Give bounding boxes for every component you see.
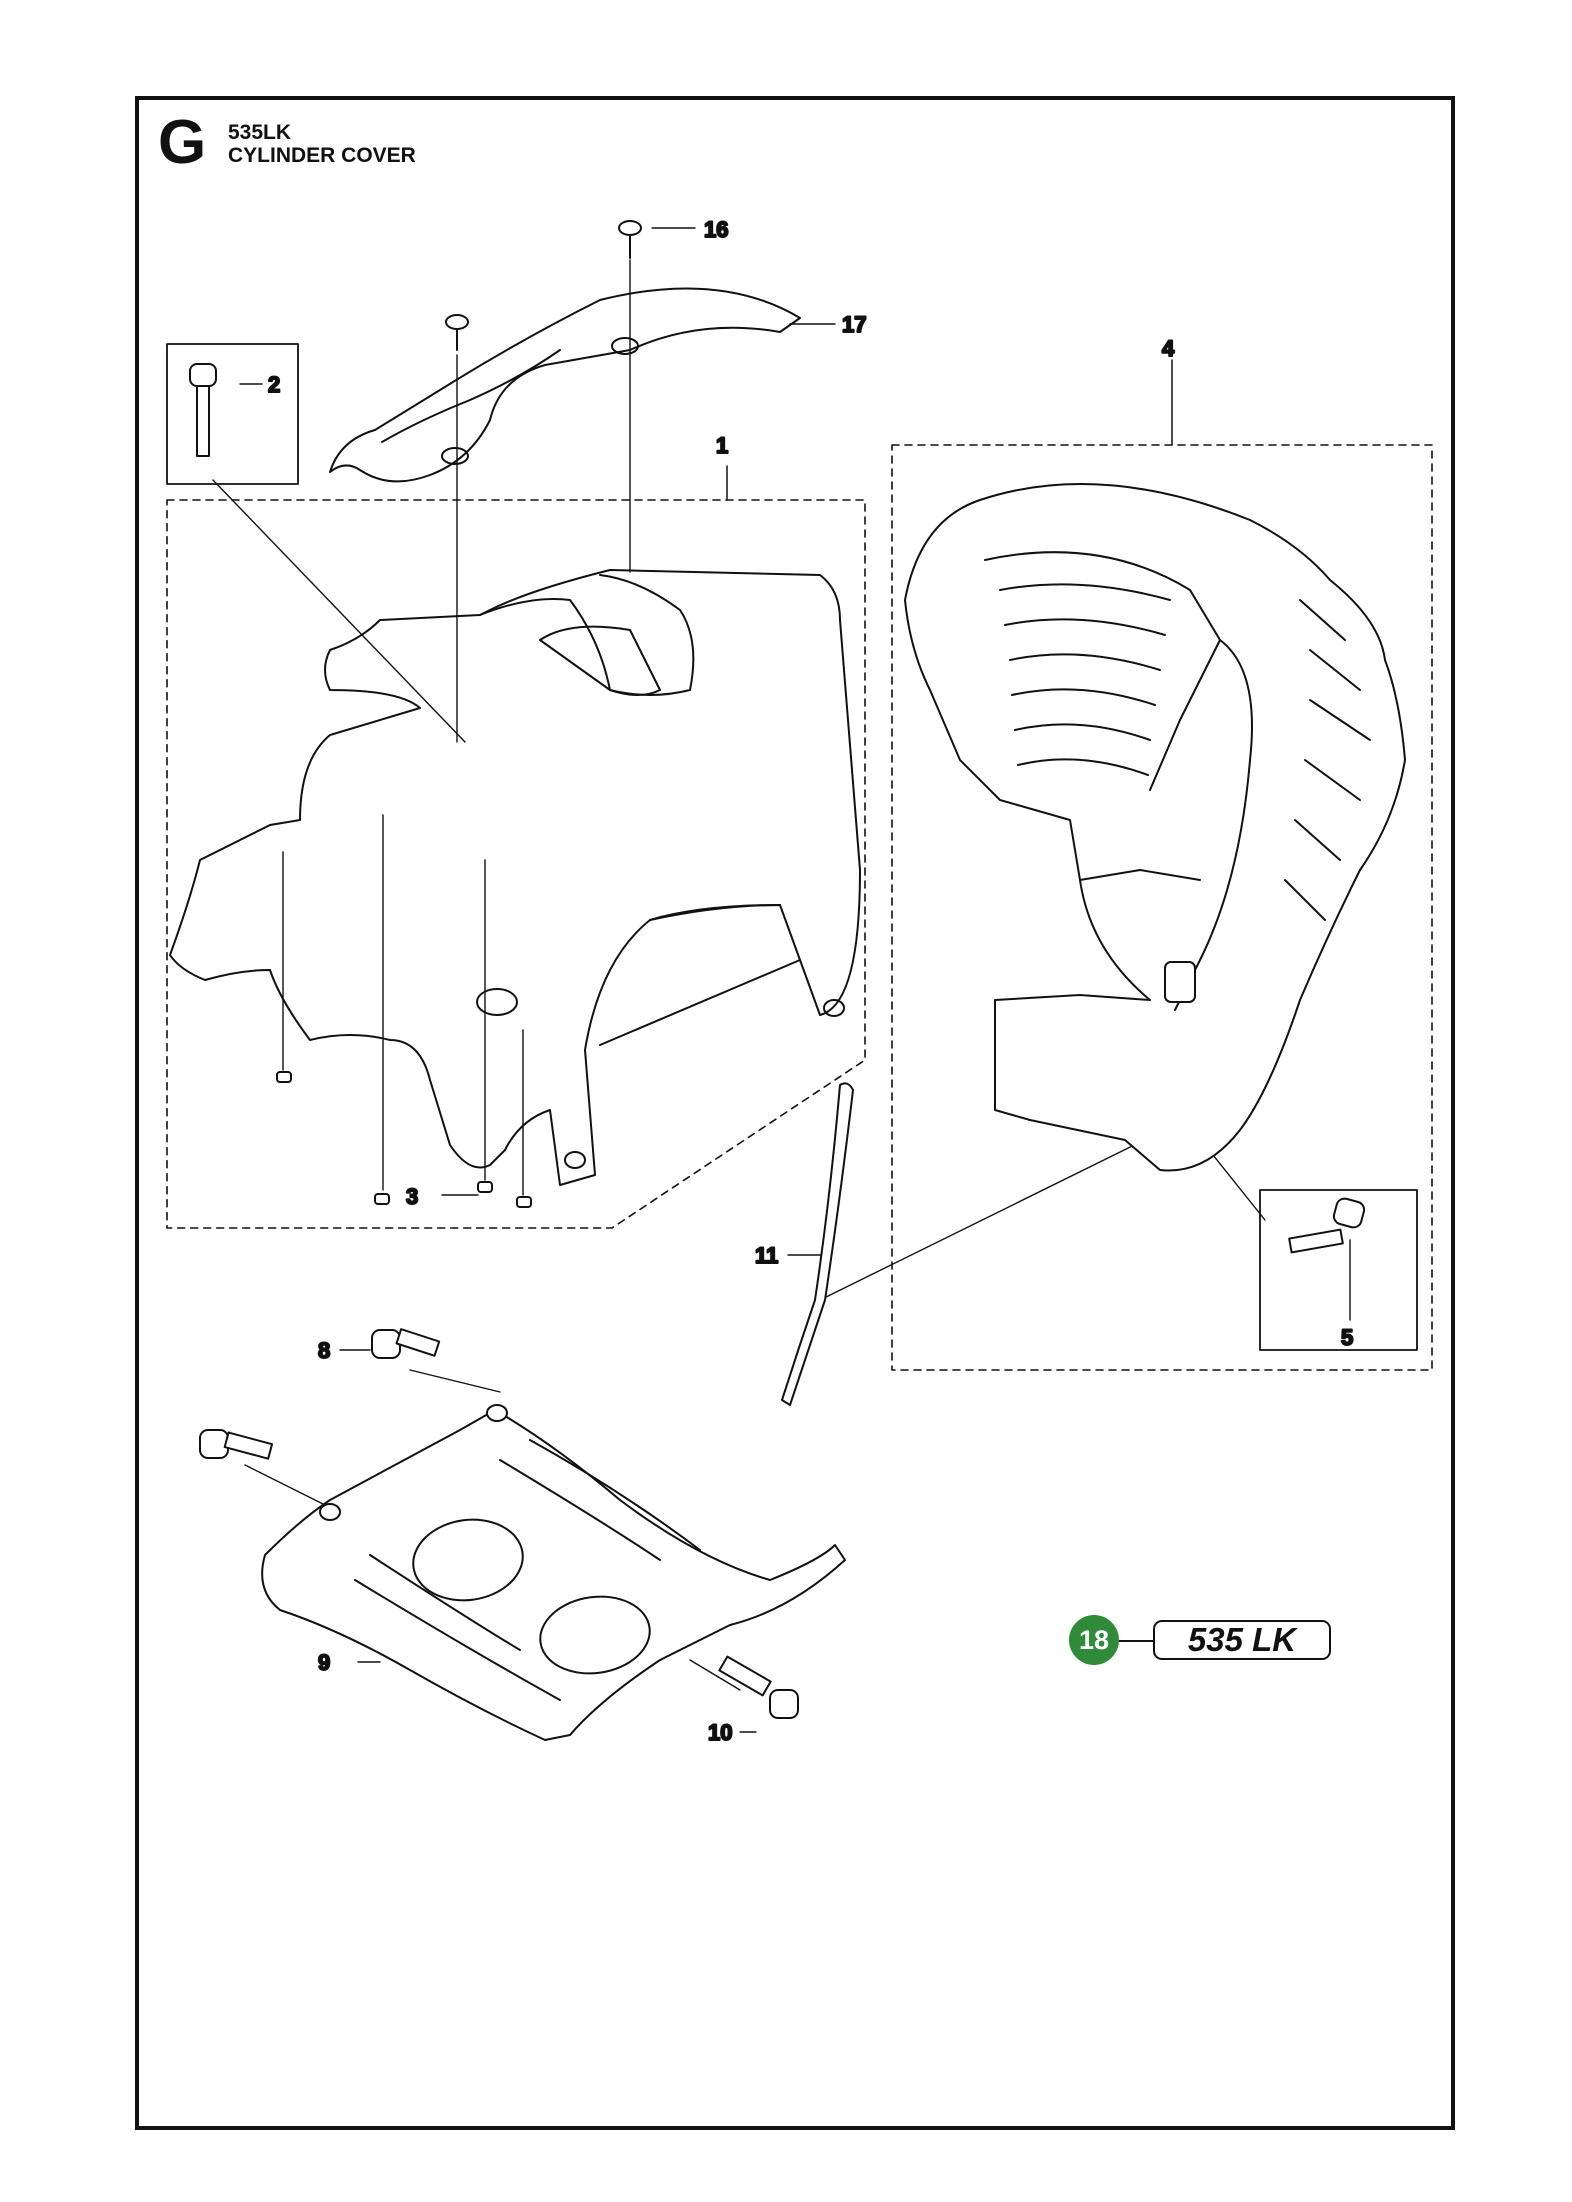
screw-16 — [445, 220, 642, 351]
skid-plate-part-9 — [261, 1404, 846, 1741]
group-box-4 — [891, 444, 1433, 1371]
screw-2 — [189, 363, 217, 457]
callout-9: 9 — [318, 1650, 330, 1675]
callout-1: 1 — [716, 433, 728, 458]
callout-11: 11 — [755, 1243, 778, 1268]
cylinder-cover-part-1 — [169, 569, 861, 1186]
callout-3: 3 — [406, 1184, 418, 1209]
bolt-10 — [718, 1655, 799, 1719]
model-name: 535LK — [228, 121, 292, 144]
badge-connector — [1119, 1640, 1153, 1642]
callout-16: 16 — [704, 217, 728, 242]
section-title: CYLINDER COVER — [228, 144, 416, 167]
hose-part-11 — [781, 1082, 854, 1406]
callout-2: 2 — [268, 372, 280, 397]
top-guard-part-17 — [329, 287, 801, 483]
model-tag: 535 LK — [1153, 1620, 1331, 1660]
callout-4: 4 — [1162, 336, 1175, 361]
screws-3 — [276, 1071, 532, 1208]
bolt-8 — [371, 1328, 441, 1359]
page-frame — [135, 96, 1455, 2130]
callout-5: 5 — [1341, 1325, 1353, 1350]
page-number-badge: 18 — [1069, 1615, 1119, 1665]
callout-10: 10 — [708, 1720, 732, 1745]
group-box-1 — [166, 499, 866, 1229]
section-letter: G — [158, 108, 207, 177]
inset-box-2 — [166, 343, 299, 485]
callout-8: 8 — [318, 1338, 330, 1363]
bolt-5 — [1288, 1197, 1366, 1254]
inset-box-5 — [1259, 1189, 1418, 1351]
callout-17: 17 — [842, 312, 866, 337]
fan-housing-part-4 — [904, 483, 1406, 1172]
bolt-left — [199, 1429, 274, 1460]
